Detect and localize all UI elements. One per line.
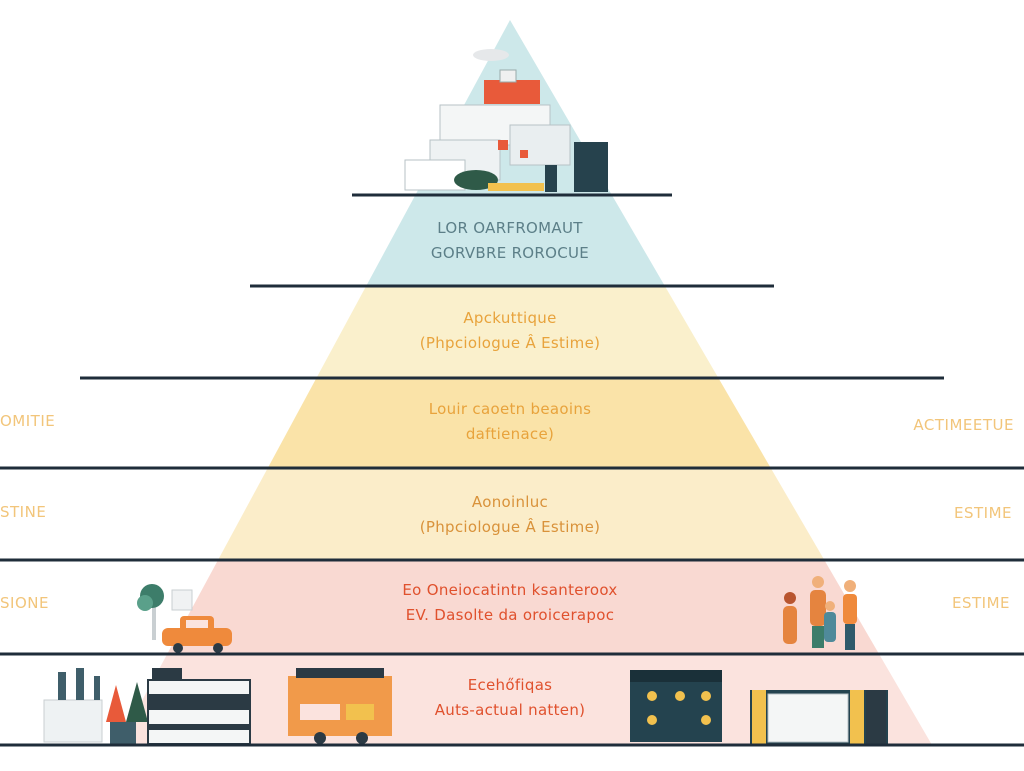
side-label-left-2: STINE — [0, 503, 47, 521]
tier-5-label: Eo Oneiocatintn ksanteroox EV. Dasolte d… — [340, 578, 680, 628]
tier-1-line1: LOR OARFROMAUT — [437, 219, 583, 237]
side-label-right-2: ESTIME — [953, 504, 1012, 522]
tier-4-line2: (Phpciologue Â Estime) — [419, 518, 601, 536]
tier-2-label: Apckuttique (Phpciologue Â Estime) — [340, 306, 680, 356]
city-skyline-icon — [404, 49, 608, 192]
factory-icon — [750, 690, 888, 744]
tree-icon — [137, 584, 193, 640]
tier-5-line2: EV. Dasolte da oroicerароc — [405, 606, 615, 624]
tier-1-line2: GORVBRE RОROCUE — [430, 244, 590, 262]
side-label-left-3: SIONE — [0, 594, 49, 612]
storefront-icon — [630, 670, 722, 742]
side-label-left-1: OMITIE — [0, 412, 56, 430]
houses-trees-icon — [43, 668, 148, 744]
tier-3-line1: Louir caoetn beaoins — [428, 400, 592, 418]
delivery-truck-icon — [288, 668, 392, 744]
tier-2-line2: (Phpciologue Â Estime) — [419, 334, 601, 352]
tier-divider-lines — [0, 193, 1024, 747]
tier-1-label: LOR OARFROMAUT GORVBRE RОROCUE — [340, 216, 680, 266]
tier-3-line2: daftienace) — [465, 425, 555, 443]
tier-4-label: Aonoinluc (Phpciologue Â Estime) — [340, 490, 680, 540]
tier-4-line1: Aonoinluc — [471, 493, 549, 511]
tier-6-line2: Auts-actual natten) — [434, 701, 586, 719]
tier-6-line1: Ecehőfiqas — [467, 676, 553, 694]
tier-5-line1: Eo Oneiocatintn ksanteroox — [402, 581, 618, 599]
car-icon — [162, 616, 232, 653]
side-label-right-3: ESTIME — [951, 594, 1010, 612]
people-group-icon — [783, 576, 857, 650]
side-label-right-1: ACTIMEETUE — [913, 416, 1014, 434]
tier-2-line1: Apckuttique — [463, 309, 557, 327]
tier-6-label: Ecehőfiqas Auts-actual natten) — [340, 673, 680, 723]
bus-icon — [147, 668, 251, 745]
tier-3-label: Louir caoetn beaoins daftienace) — [340, 397, 680, 447]
